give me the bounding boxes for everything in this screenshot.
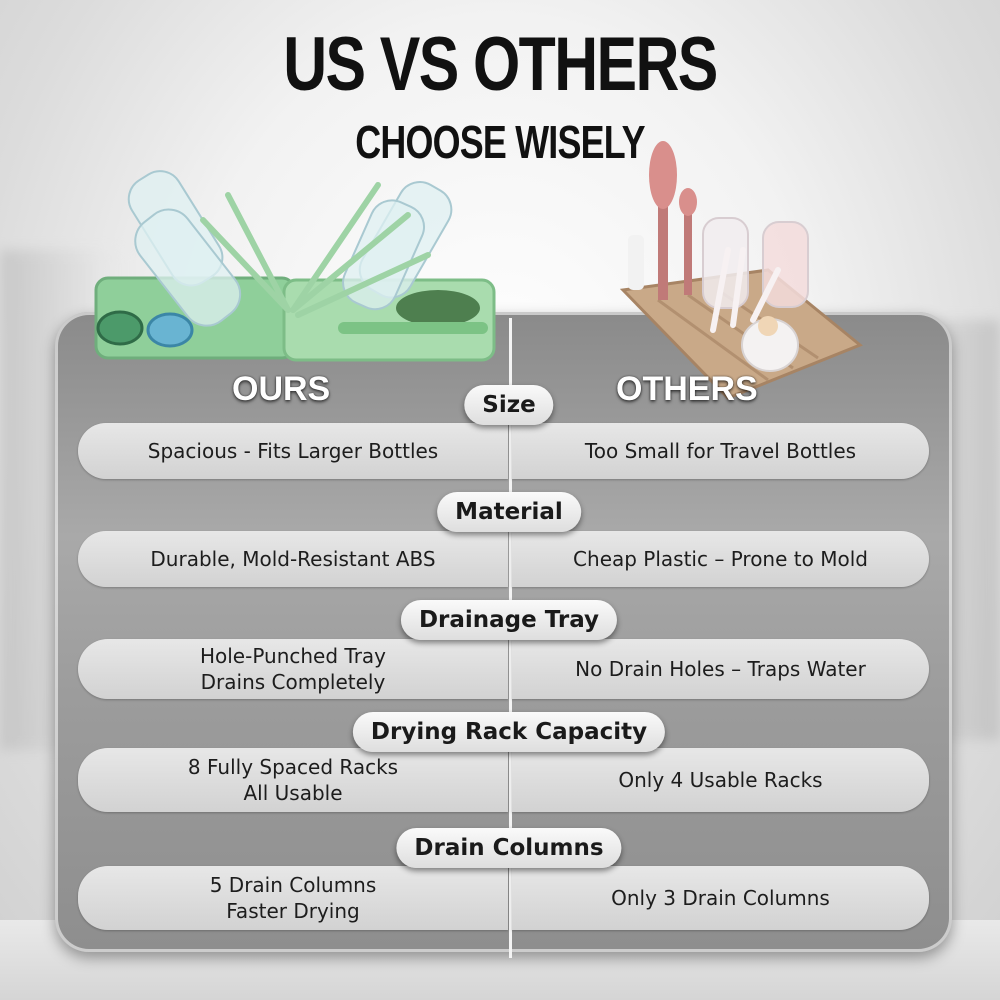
others-cell-drainage: No Drain Holes – Traps Water: [512, 639, 929, 699]
others-column-heading: OTHERS: [616, 370, 758, 408]
ours-product-image: [94, 170, 496, 362]
category-pill-material: Material: [437, 492, 581, 532]
ours-cell-size: Spacious - Fits Larger Bottles: [78, 423, 508, 479]
page-title: US VS OTHERS: [283, 22, 718, 107]
category-pill-size: Size: [464, 385, 554, 425]
ours-column-heading: OURS: [232, 370, 331, 408]
category-pill-drain-columns: Drain Columns: [396, 828, 622, 868]
category-pill-capacity: Drying Rack Capacity: [352, 712, 666, 752]
others-product-image: [619, 141, 863, 400]
others-cell-capacity: Only 4 Usable Racks: [512, 748, 929, 812]
ours-cell-material: Durable, Mold-Resistant ABS: [78, 531, 508, 587]
others-cell-size: Too Small for Travel Bottles: [512, 423, 929, 479]
others-cell-drain-columns: Only 3 Drain Columns: [512, 866, 929, 930]
others-cell-material: Cheap Plastic – Prone to Mold: [512, 531, 929, 587]
ours-cell-capacity: 8 Fully Spaced Racks All Usable: [78, 748, 508, 812]
page-subtitle: CHOOSE WISELY: [355, 116, 645, 168]
ours-cell-drain-columns: 5 Drain Columns Faster Drying: [78, 866, 508, 930]
category-pill-drainage: Drainage Tray: [400, 600, 618, 640]
ours-cell-drainage: Hole-Punched Tray Drains Completely: [78, 639, 508, 699]
